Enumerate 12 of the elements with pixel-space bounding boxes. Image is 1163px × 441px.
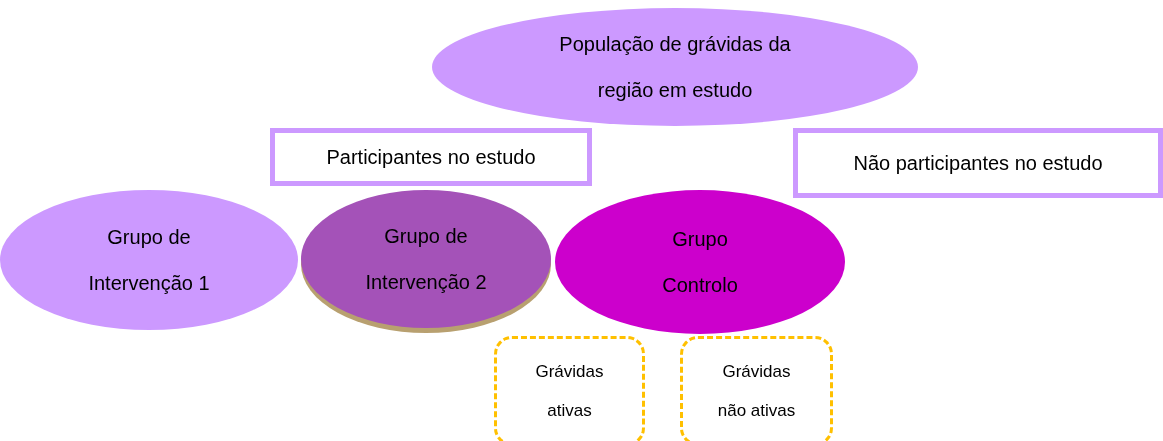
node-label: Grupo de Intervenção 1 — [87, 225, 211, 296]
node-label: Grupo Controlo — [661, 227, 739, 298]
dashed-box — [680, 336, 833, 441]
node-label: Grávidas não ativas — [716, 360, 797, 422]
node-label: População de grávidas da região em estudo — [558, 32, 792, 103]
dashed-box — [494, 336, 645, 441]
label-box — [793, 128, 1163, 198]
node-label: Participantes no estudo — [326, 145, 536, 170]
node-label: Grávidas ativas — [534, 360, 605, 422]
label-box — [270, 128, 592, 186]
node-label: Grupo de Intervenção 2 — [364, 224, 488, 295]
node-label: Não participantes no estudo — [853, 151, 1103, 176]
